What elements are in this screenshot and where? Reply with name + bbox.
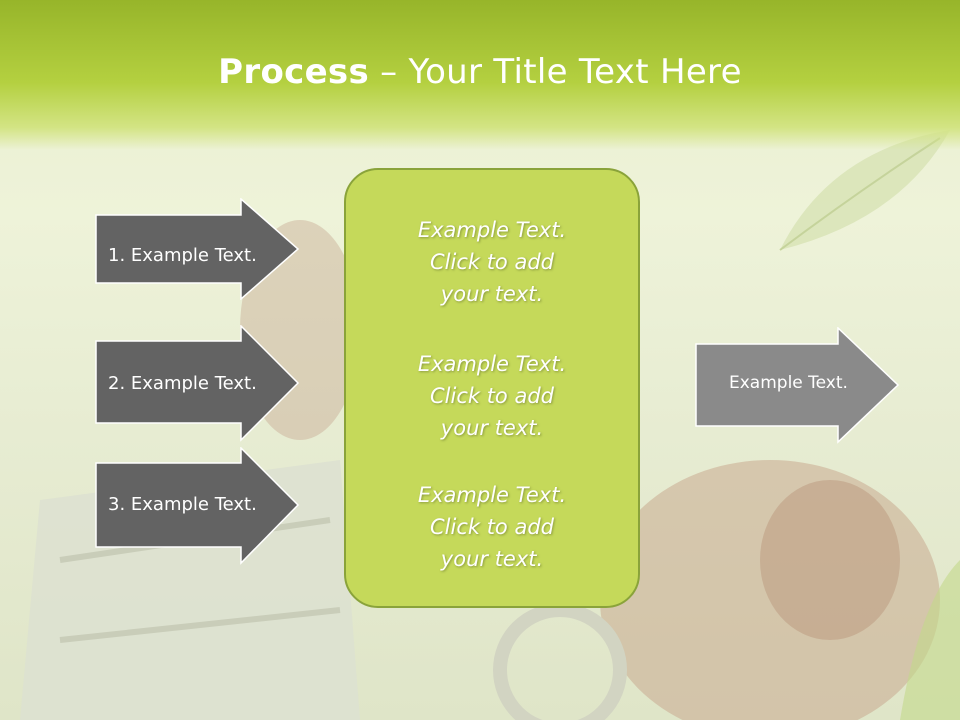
step-arrow-3[interactable]: [95, 447, 300, 567]
paragraph-line: your text.: [440, 282, 544, 306]
slide-title: Process – Your Title Text Here: [0, 52, 960, 92]
center-paragraph-3: Example Text. Click to add your text.: [346, 479, 638, 575]
output-label: Example Text.: [729, 373, 848, 393]
title-bar: [0, 0, 960, 150]
step-arrow-2[interactable]: [95, 325, 300, 442]
paragraph-line: Example Text.: [417, 352, 567, 376]
step-label-1: 1. Example Text.: [108, 245, 257, 266]
center-paragraph-2: Example Text. Click to add your text.: [346, 348, 638, 444]
title-rest: – Your Title Text Here: [369, 52, 742, 92]
step-label-3: 3. Example Text.: [108, 494, 257, 515]
paragraph-line: Click to add: [429, 250, 554, 274]
paragraph-line: your text.: [440, 547, 544, 571]
output-arrow[interactable]: [695, 327, 900, 444]
center-text-box[interactable]: Example Text. Click to add your text. Ex…: [344, 168, 640, 608]
step-label-2: 2. Example Text.: [108, 373, 257, 394]
paragraph-line: Example Text.: [417, 218, 567, 242]
paragraph-line: Click to add: [429, 515, 554, 539]
paragraph-line: Example Text.: [417, 483, 567, 507]
rabbit-shape: [600, 460, 940, 720]
paragraph-line: Click to add: [429, 384, 554, 408]
step-arrow-1[interactable]: [95, 198, 300, 300]
paragraph-line: your text.: [440, 416, 544, 440]
title-bold: Process: [218, 52, 370, 92]
center-paragraph-1: Example Text. Click to add your text.: [346, 214, 638, 310]
